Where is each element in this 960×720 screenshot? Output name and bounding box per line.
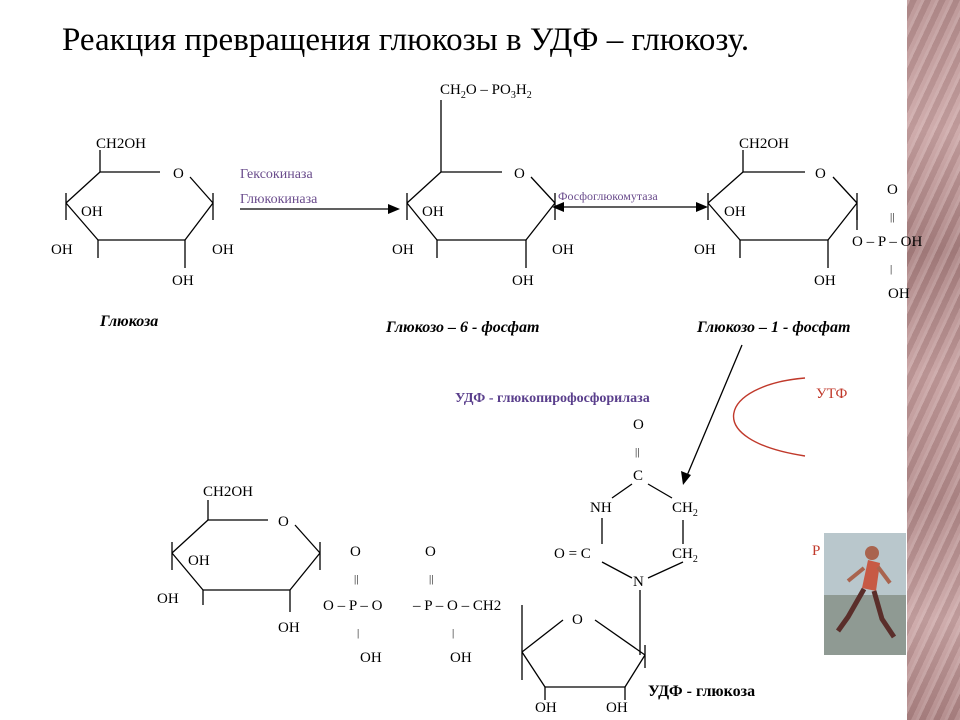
phosphate1-o: O	[350, 544, 361, 560]
arrowhead-down	[681, 471, 691, 485]
udpg-oh-3: OH	[157, 591, 179, 607]
enzyme-udp-pyrophosphorylase: УДФ - глюкопирофосфорилаза	[455, 391, 650, 406]
g1p-phosphate-single-bond: |	[890, 263, 892, 275]
uracil-c: C	[633, 468, 643, 484]
g1p-name: Глюкозо – 1 - фосфат	[696, 319, 850, 336]
glucose-oh-3: OH	[51, 242, 73, 258]
glucose-oh-2: OH	[172, 273, 194, 289]
arrowhead-right-2	[696, 202, 708, 212]
uracil-double-bond: ||	[635, 446, 639, 458]
ribose-ring	[521, 590, 646, 700]
runner-photo	[824, 533, 906, 655]
phosphate1-double-bond: ||	[354, 573, 358, 585]
g1p-phosphate-chain: O – P – OH	[852, 234, 922, 250]
ribose-oh-2: OH	[535, 700, 557, 716]
udpg-name: УДФ - глюкоза	[648, 683, 755, 700]
g6p-ring	[406, 100, 556, 268]
uracil-ring	[601, 483, 684, 579]
enzyme-phosphoglucomutase: Фосфоглюкомутаза	[558, 189, 658, 203]
uracil-carbonyl-o: O	[633, 417, 644, 433]
phosphate2-o: O	[425, 544, 436, 560]
uracil-n: N	[633, 574, 644, 590]
phosphate2-single-bond: |	[452, 627, 454, 639]
utp-arc	[733, 377, 806, 457]
enzyme-hexokinase: Гексокиназа	[240, 167, 313, 182]
g1p-ring-o: O	[815, 166, 826, 182]
udpg-oh-2: OH	[278, 620, 300, 636]
glucose-oh-4: OH	[81, 204, 103, 220]
g1p-oh-2: OH	[814, 273, 836, 289]
g6p-oh-1: OH	[552, 242, 574, 258]
udpg-ring-o: O	[278, 514, 289, 530]
decorative-side-band	[907, 0, 960, 720]
udpg-glucose-ring	[171, 500, 321, 612]
uracil-nh: NH	[590, 500, 612, 516]
glucose-oh-1: OH	[212, 242, 234, 258]
g6p-oh-2: OH	[512, 273, 534, 289]
g1p-phosphate-o: O	[887, 182, 898, 198]
arrowhead-left-2	[552, 202, 564, 212]
g1p-ring	[707, 150, 858, 268]
phosphate2-chain: – P – O – CH2	[412, 598, 501, 614]
uracil-carbonyl-left: O = C	[554, 546, 591, 562]
uracil-ch2-top: CH2	[672, 500, 698, 519]
phosphate1-oh: OH	[360, 650, 382, 666]
enzyme-glucokinase: Глюкокиназа	[240, 192, 318, 207]
udpg-ch2oh: CH2OH	[203, 484, 253, 500]
glucose-name: Глюкоза	[99, 313, 158, 330]
g6p-phosphate-group: CH2O – PO3H2	[440, 82, 532, 101]
g6p-oh-3: OH	[392, 242, 414, 258]
g6p-name: Глюкозо – 6 - фосфат	[385, 319, 539, 336]
g6p-oh-4: OH	[422, 204, 444, 220]
arrowhead-right-1	[388, 204, 400, 214]
g6p-ring-o: O	[514, 166, 525, 182]
g1p-oh-3: OH	[694, 242, 716, 258]
ribose-oh-3: OH	[606, 700, 628, 716]
g1p-phosphate-double-bond: ||	[890, 211, 894, 223]
glucose-ring-o: O	[173, 166, 184, 182]
phosphate2-double-bond: ||	[429, 573, 433, 585]
phosphate2-oh: OH	[450, 650, 472, 666]
cofactor-utp: УТФ	[816, 386, 847, 402]
uracil-ch2-bottom: CH2	[672, 546, 698, 565]
glucose-ch2oh: CH2OH	[96, 136, 146, 152]
phosphate1-single-bond: |	[357, 627, 359, 639]
udpg-oh-4: OH	[188, 553, 210, 569]
cofactor-ppi: Р	[812, 543, 820, 559]
ribose-ring-o: O	[572, 612, 583, 628]
g1p-phosphate-oh: OH	[888, 286, 910, 302]
phosphate1-chain: O – P – O	[323, 598, 383, 614]
g1p-ch2oh: CH2OH	[739, 136, 789, 152]
glucose-ring	[65, 150, 214, 268]
page-title: Реакция превращения глюкозы в УДФ – глюк…	[62, 22, 750, 58]
g1p-oh-4: OH	[724, 204, 746, 220]
arrow-pyrophosphorylase	[685, 344, 743, 479]
